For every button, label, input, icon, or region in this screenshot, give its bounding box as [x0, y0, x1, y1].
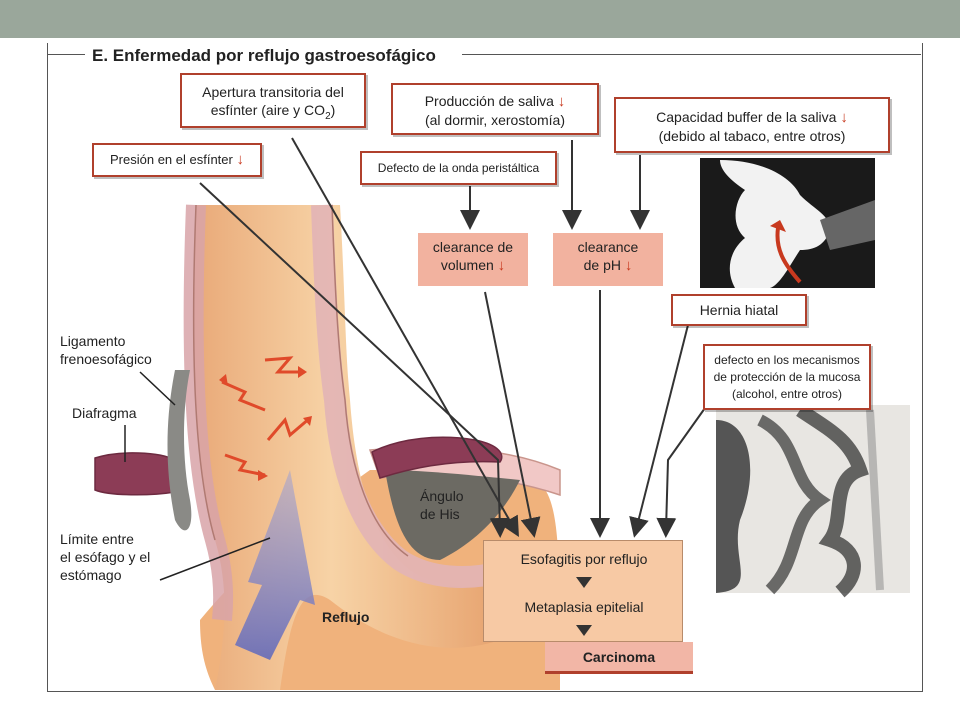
defecto-mec-line1: defecto en los mecanismos: [714, 353, 860, 367]
diaphragm-right: [371, 436, 503, 479]
carcinoma-box: Carcinoma: [545, 642, 693, 674]
presion-label: Presión en el esfínter: [110, 152, 233, 167]
down-triangle-icon: [576, 577, 592, 588]
clearance-vol-line1: clearance de: [432, 239, 514, 255]
title-rule-left: [47, 54, 85, 55]
apertura-box: Apertura transitoria del esfínter (aire …: [180, 73, 366, 128]
angulo-his-label: Ángulo de His: [420, 488, 464, 522]
limite-label: Límite entre el esófago y el estómago: [60, 531, 151, 583]
defecto-mec-line3: (alcohol, entre otros): [731, 387, 843, 401]
clearance-ph-line2: de pH: [583, 257, 621, 273]
esophagus-wall-right: [311, 204, 503, 588]
arrow-clearance-vol: [484, 291, 541, 538]
clearance-ph-box: clearance de pH ↓: [553, 233, 663, 286]
defecto-mec-line2: de protección de la mucosa: [713, 370, 861, 384]
decrease-arrow-icon: ↓: [557, 93, 566, 110]
arrow-hernia: [629, 324, 689, 538]
esofagitis-label: Esofagitis por reflujo: [520, 551, 648, 567]
figure-title: E. Enfermedad por reflujo gastroesofágic…: [88, 46, 440, 66]
produccion-box: Producción de saliva ↓ (al dormir, xeros…: [391, 83, 599, 135]
his-angle-region: [385, 470, 520, 560]
hernia-box: Hernia hiatal: [671, 294, 807, 326]
capacidad-line2: (debido al tabaco, entre otros): [658, 128, 846, 144]
arrow-defecto-mec: [656, 407, 706, 538]
apertura-line1: Apertura transitoria del: [202, 84, 344, 100]
phrenoesophageal-ligament: [167, 370, 192, 531]
produccion-line1: Producción de saliva: [424, 93, 554, 109]
arrow-apertura: [291, 137, 519, 537]
diafragma-label: Diafragma: [72, 405, 137, 421]
reflux-arrow: [235, 470, 315, 660]
apertura-line2: esfínter (aire y CO2): [210, 102, 336, 122]
capacidad-line1: Capacidad buffer de la saliva: [656, 109, 837, 125]
defecto-onda-box: Defecto de la onda peristáltica: [360, 151, 557, 185]
arrow-presion: [199, 182, 510, 538]
ligamento-label: Ligamento frenoesofágico: [60, 333, 152, 367]
decrease-arrow-icon: ↓: [624, 257, 633, 274]
diaphragm-left: [94, 452, 176, 496]
decrease-arrow-icon: ↓: [840, 109, 848, 126]
presion-box: Presión en el esfínter ↓: [92, 143, 262, 177]
metaplasia-label: Metaplasia epitelial: [524, 599, 644, 615]
irritation-symbols: [221, 356, 311, 477]
slide-header-bar: [0, 0, 960, 38]
clearance-ph-line1: clearance: [577, 239, 639, 255]
outcome-box: Esofagitis por reflujo Metaplasia epitel…: [483, 540, 683, 642]
down-triangle-icon: [576, 625, 592, 636]
decrease-arrow-icon: ↓: [236, 151, 244, 168]
decrease-arrow-icon: ↓: [497, 257, 506, 274]
title-rule-right: [462, 54, 921, 55]
produccion-line2: (al dormir, xerostomía): [424, 112, 566, 128]
clearance-vol-line2: volumen: [440, 257, 494, 273]
capacidad-box: Capacidad buffer de la saliva ↓ (debido …: [614, 97, 890, 153]
hernia-label: Hernia hiatal: [699, 302, 779, 318]
clearance-volumen-box: clearance de volumen ↓: [418, 233, 528, 286]
reflujo-label: Reflujo: [322, 609, 370, 625]
defecto-onda-label: Defecto de la onda peristáltica: [377, 161, 540, 175]
defecto-mecanismos-box: defecto en los mecanismos de protección …: [703, 344, 871, 410]
